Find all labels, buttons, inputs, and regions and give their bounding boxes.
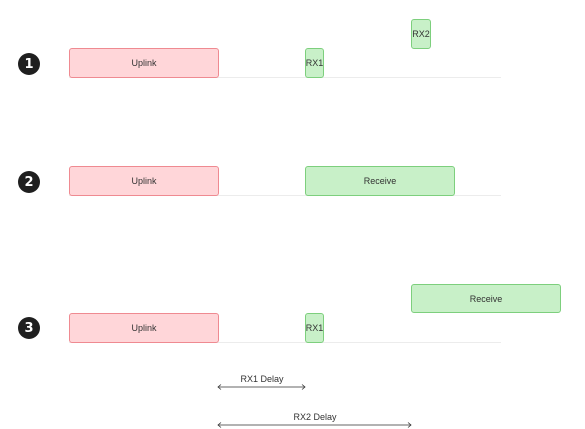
rx1-window-1: RX1	[305, 48, 324, 78]
timeline-2	[69, 195, 501, 196]
rx1-window-3: RX1	[305, 313, 324, 343]
uplink-window-1: Uplink	[69, 48, 219, 78]
rx2-window-1: RX2	[411, 19, 431, 49]
rx2-delay-label: RX2 Delay	[293, 412, 337, 422]
rx2-delay-arrow	[217, 422, 412, 428]
rx1-delay-arrow	[217, 384, 306, 390]
step-3-badge: 3	[18, 317, 40, 339]
timeline-3	[69, 342, 501, 343]
step-2-badge: 2	[18, 171, 40, 193]
receive-window-2: Receive	[305, 166, 455, 196]
uplink-window-3: Uplink	[69, 313, 219, 343]
step-1-badge: 1	[18, 53, 40, 75]
receive-window-3: Receive	[411, 284, 561, 313]
rx1-delay-label: RX1 Delay	[240, 374, 284, 384]
timeline-1	[69, 77, 501, 78]
uplink-window-2: Uplink	[69, 166, 219, 196]
